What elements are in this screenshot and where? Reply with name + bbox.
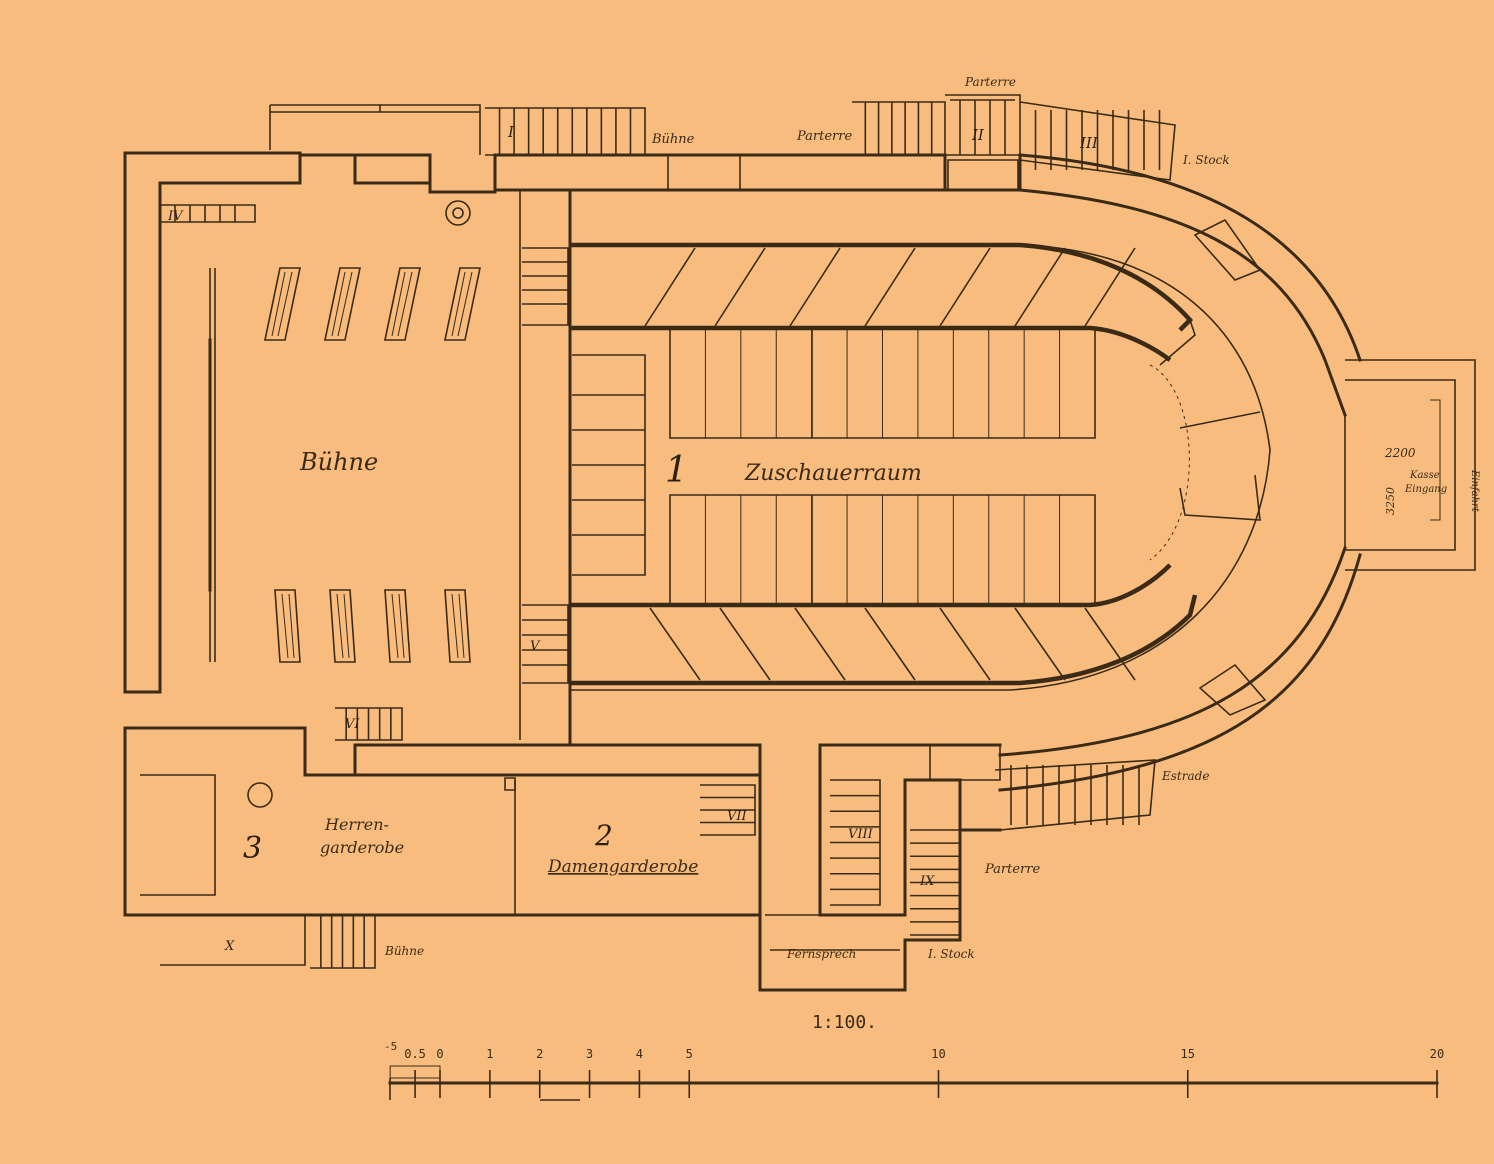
stair-numeral-3: III [1079, 134, 1099, 152]
scale-tick-label: 4 [636, 1047, 643, 1061]
stairs [160, 94, 1176, 969]
balcony-row-line [1084, 607, 1136, 681]
scale-ticks: 0.5 0 1 2 3 4 5 10 15 20 [389, 1047, 1444, 1098]
stair-numeral-2: II [971, 126, 985, 144]
label-parterre-right: Parterre [984, 862, 1040, 877]
scale-tick-label: 20 [1430, 1047, 1444, 1061]
label-parterre-top: Parterre [796, 129, 852, 144]
room-3-label-b: garderobe [320, 838, 404, 857]
room-3-number: 3 [243, 831, 262, 866]
label-kasse: Kasse [1409, 470, 1440, 481]
stair-numerals: I II III IV V VI VII VIII IX X [167, 123, 1099, 954]
label-estrade: Estrade [1161, 769, 1209, 783]
outer-walls [123, 104, 1476, 992]
dim-2200: 2200 [1384, 446, 1416, 460]
scale-tick-label: 0.5 [404, 1047, 426, 1061]
room-1-number: 1 [665, 450, 688, 491]
scale-tick-label: 15 [1181, 1047, 1195, 1061]
label-fernsprech: Fernsprech [786, 947, 856, 961]
stair-numeral-6: VI [345, 717, 360, 732]
balcony-row-line [864, 247, 916, 327]
balcony-row-line [794, 607, 846, 681]
balcony-row-line [714, 247, 766, 327]
label-buhne-bottom: Bühne [384, 944, 424, 958]
balcony-row-line [719, 607, 771, 681]
balcony-row-line [939, 247, 991, 327]
scale-fine-division [389, 1065, 441, 1079]
room-2-label: Damengarderobe [547, 857, 698, 877]
stage-area [160, 200, 481, 663]
stair-numeral-1: I [507, 123, 515, 141]
scale-tick-label: 5 [686, 1047, 693, 1061]
label-i-stock-top: I. Stock [1182, 153, 1230, 167]
balcony-row-line [939, 607, 991, 681]
balcony-row-line [1014, 247, 1066, 327]
scale-tick-label: 10 [931, 1047, 945, 1061]
stage-label: Bühne [299, 448, 378, 476]
room-3-label-a: Herren- [324, 815, 389, 834]
balcony-row-line [1084, 247, 1136, 327]
stair-numeral-9: IX [919, 874, 935, 889]
scale-tick-label: 0 [436, 1047, 443, 1061]
stair-numeral-10: X [224, 939, 235, 954]
stair-numeral-5: V [530, 639, 541, 654]
scale-ratio: 1:100. [812, 1012, 877, 1033]
stair-numeral-8: VIII [848, 827, 874, 842]
label-parterre-top2: Parterre [964, 75, 1016, 89]
label-buhne-top: Bühne [651, 132, 695, 147]
balcony-row-line [649, 607, 701, 681]
balcony-row-line [864, 607, 916, 681]
room-1-label: Zuschauerraum [744, 461, 922, 486]
label-i-stock-bottom: I. Stock [927, 947, 975, 961]
scale-tick-label: 2 [536, 1047, 543, 1061]
stair-numeral-4: IV [167, 209, 184, 224]
stair-numeral-7: VII [727, 809, 748, 824]
scale-tick-label: 1 [486, 1047, 493, 1061]
room-labels: Bühne 1 Zuschauerraum 2 Damengarderobe 3… [243, 448, 922, 877]
annotations: Bühne Parterre Parterre I. Stock Estrade… [384, 75, 1480, 961]
auditorium-seating [522, 242, 1261, 686]
label-eingang: Eingang [1404, 484, 1447, 495]
scale-bar: 1:100. 0.5 0 1 2 3 4 5 10 15 20 -5 [384, 1012, 1444, 1101]
dim-3250: 3250 [1384, 487, 1397, 515]
scale-neg-label: -5 [384, 1040, 397, 1053]
balcony-row-line [644, 247, 696, 327]
balcony-row-line [1014, 607, 1066, 681]
label-einfahrt: Einfahrt [1469, 469, 1480, 513]
scale-tick-label: 3 [586, 1047, 593, 1061]
room-2-number: 2 [594, 819, 613, 852]
balcony-row-line [789, 247, 841, 327]
